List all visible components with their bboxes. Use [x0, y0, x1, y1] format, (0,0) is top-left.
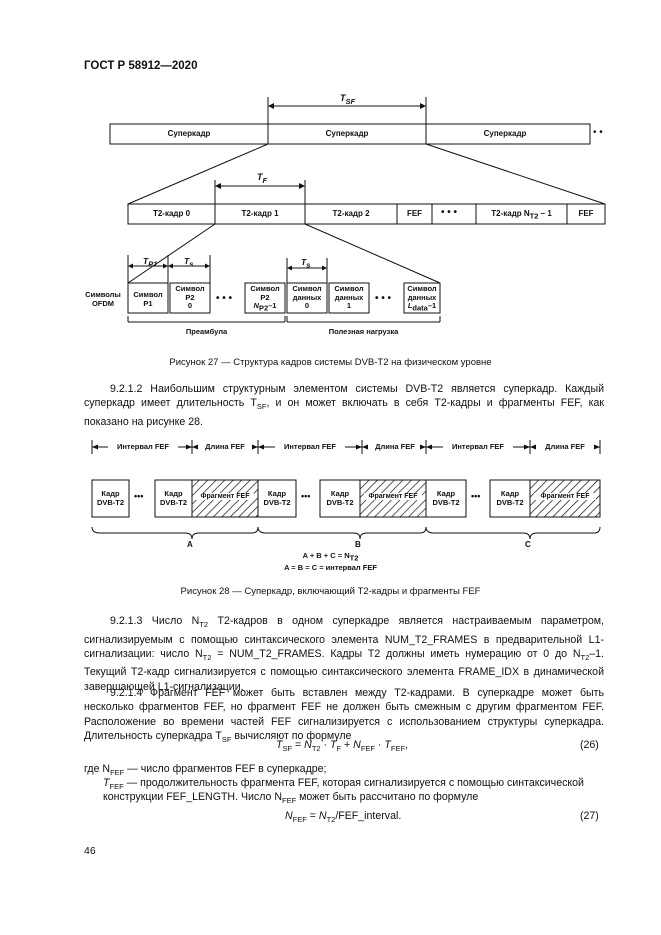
page-number: 46: [84, 845, 96, 857]
symbol-dots-1: • • •: [216, 293, 233, 304]
ts-label-1: Ts: [184, 256, 194, 269]
document-header: ГОСТ Р 58912—2020: [84, 60, 198, 72]
where-tfef-cont: конструкции FEF_LENGTH. Число NFEF может…: [103, 791, 479, 806]
paragraph-9-2-1-2: 9.2.1.2 Наибольшим структурным элементом…: [84, 383, 604, 428]
frame-dots-2: •••: [301, 491, 311, 501]
symbol-dots-2: • • •: [375, 293, 392, 304]
frame-fef-2: FEF: [578, 209, 594, 218]
equation-sum: A + B + C = NT2: [302, 551, 359, 563]
brace-label-b: B: [355, 540, 361, 549]
fef-interval-label-3: Интервал FEF: [451, 442, 505, 451]
fef-interval-label-2: Интервал FEF: [283, 442, 337, 451]
frame-2: Т2-кадр 2: [332, 209, 370, 218]
ts-label-2: Ts: [301, 257, 311, 270]
tp1-label: TP1: [143, 256, 158, 269]
figure-27-caption: Рисунок 27 — Структура кадров системы DV…: [169, 357, 492, 368]
frame-0: Т2-кадр 0: [152, 209, 191, 218]
fef-fragment-box: Фрагмент FEF: [534, 493, 596, 500]
frame-n: Т2-кадр NT2 – 1: [491, 209, 552, 221]
payload-label: Полезная нагрузка: [328, 327, 399, 336]
superframe-dots: • •: [593, 127, 603, 138]
tf-label: TF: [257, 172, 268, 185]
paragraph-9-2-1-4: 9.2.1.4 Фрагмент FEF может быть вставлен…: [84, 687, 604, 745]
fef-fragment-box: Фрагмент FEF: [196, 493, 254, 500]
formula-26: TSF = NT2 · TF + NFEF · TFEF,: [276, 739, 409, 754]
frame-dots: • • •: [441, 207, 458, 218]
formula-27: NFEF = NT2/FEF_interval.: [285, 810, 402, 825]
superframe-1: Суперкадр: [167, 129, 211, 138]
frame-dots-3: •••: [471, 491, 481, 501]
brace-label-c: C: [525, 540, 531, 549]
fef-fragment-box: Фрагмент FEF: [364, 493, 422, 500]
paragraph-9-2-1-3: 9.2.1.3 Число NT2 Т2-кадров в одном супе…: [84, 615, 604, 693]
where-tfef: TFEF — продолжительность фрагмента FEF, …: [103, 777, 584, 792]
fef-length-label-2: Длина FEF: [375, 442, 415, 451]
brace-label-a: A: [187, 540, 193, 549]
tsf-label: TSF: [340, 93, 356, 106]
formula-26-number: (26): [580, 739, 599, 751]
fef-interval-label-1: Интервал FEF: [116, 442, 170, 451]
preamble-label: Преамбула: [185, 327, 228, 336]
fef-length-label-1: Длина FEF: [205, 442, 245, 451]
superframe-3: Суперкадр: [483, 129, 527, 138]
fef-length-label-3: Длина FEF: [545, 442, 585, 451]
superframe-2: Суперкадр: [325, 129, 369, 138]
frame-1: Т2-кадр 1: [241, 209, 279, 218]
formula-27-number: (27): [580, 810, 599, 822]
figure-28-caption: Рисунок 28 — Суперкадр, включающий Т2-ка…: [180, 586, 481, 597]
frame-fef-1: FEF: [406, 209, 423, 218]
where-nfef: где NFEF — число фрагментов FEF в суперк…: [84, 763, 327, 778]
frame-dots-1: •••: [134, 491, 144, 501]
equation-interval: A = B = C = интервал FEF: [284, 563, 377, 572]
